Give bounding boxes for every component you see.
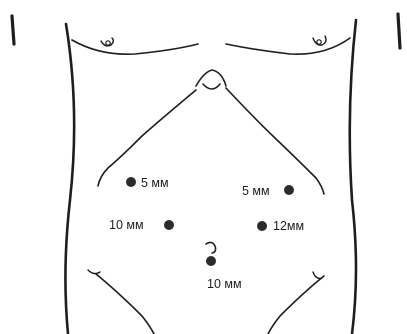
port-right-upper-label: 5 мм [242, 184, 270, 198]
right-chest-contour [226, 38, 350, 54]
right-iliac-mark [313, 272, 322, 278]
left-iliac-mark [88, 270, 100, 274]
right-costal-margin [226, 88, 324, 194]
port-left-upper-dot [126, 177, 136, 187]
right-arm-outline [398, 14, 400, 48]
port-right-middle-dot [257, 221, 267, 231]
port-left-middle-label: 10 мм [109, 218, 144, 232]
left-arm-outline [12, 16, 14, 44]
left-inguinal-line [96, 274, 154, 334]
left-nipple-dot [106, 41, 110, 45]
right-nipple-dot [317, 40, 321, 44]
sternum-notch [196, 70, 226, 86]
xiphoid [203, 84, 220, 89]
port-umbilical-dot [206, 256, 216, 266]
port-right-middle-label: 12мм [273, 219, 304, 233]
port-left-middle-dot [164, 220, 174, 230]
port-umbilical-label: 10 мм [207, 277, 242, 291]
left-costal-margin [98, 90, 196, 186]
torso-left-side [65, 24, 74, 334]
torso-right-side [350, 20, 356, 334]
right-inguinal-line [268, 276, 324, 334]
umbilicus [206, 242, 216, 253]
left-chest-contour [72, 40, 198, 54]
port-left-upper-label: 5 мм [141, 176, 169, 190]
port-right-upper-dot [284, 185, 294, 195]
